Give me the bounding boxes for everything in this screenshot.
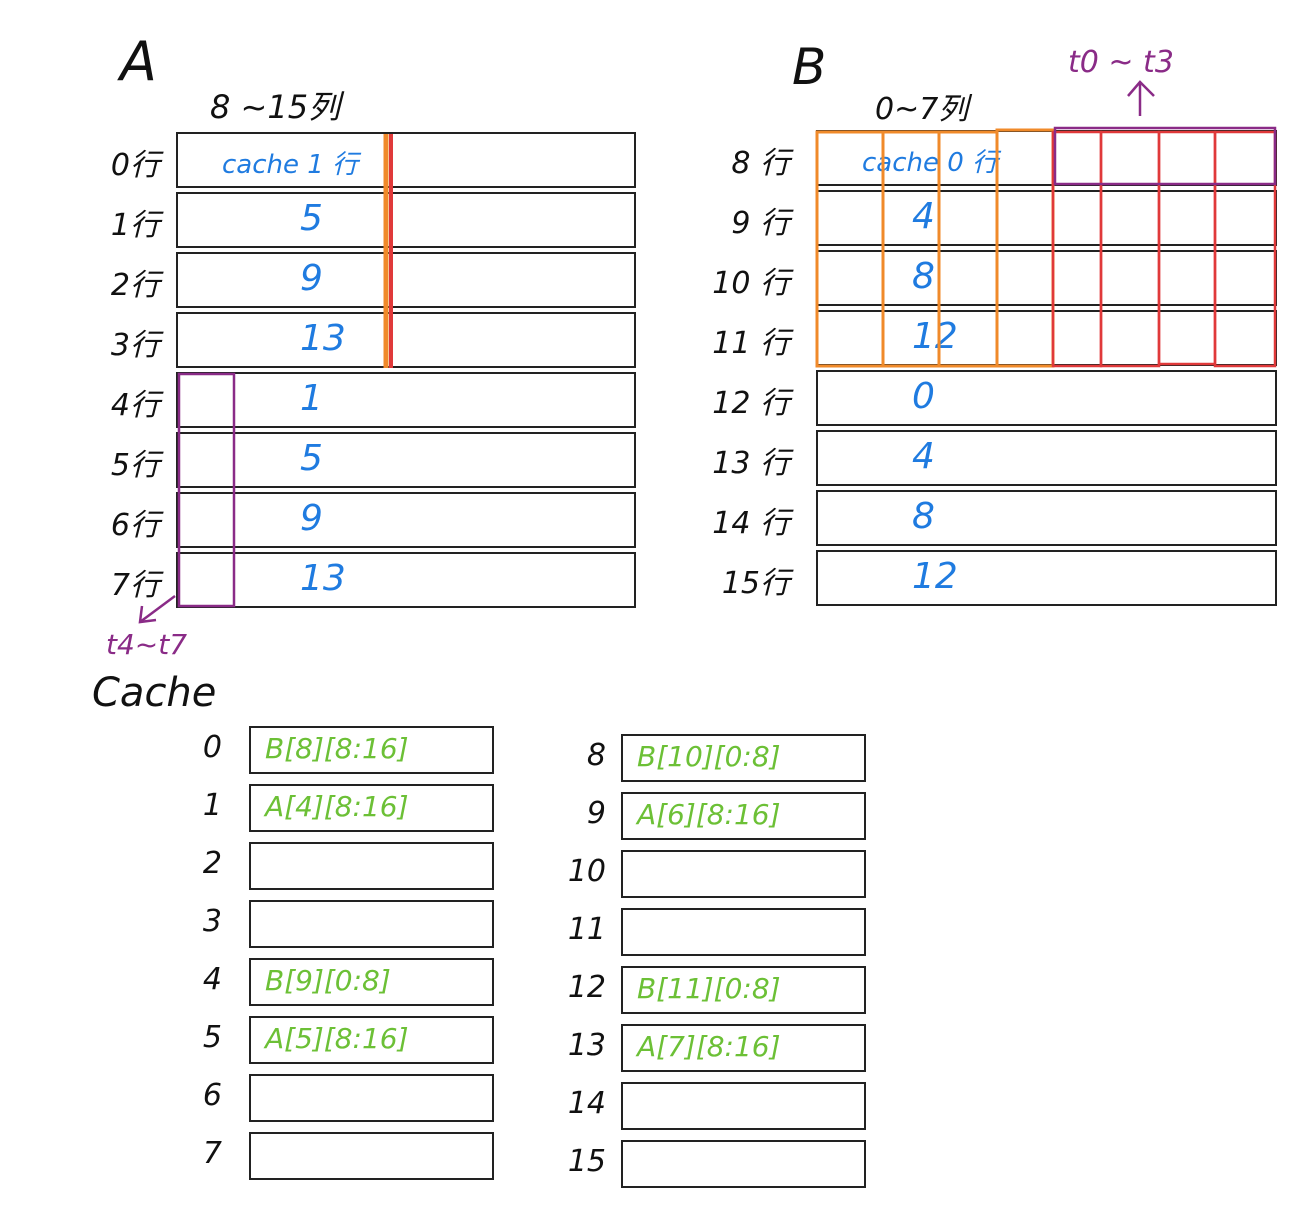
matrix-a-column-label: 8 ~15列 (210, 88, 341, 126)
matrixA-row-box (176, 432, 636, 488)
cache-line-content: A[7][8:16] (637, 1030, 781, 1063)
matrixB-row-box (816, 370, 1277, 426)
matrixB-row-text: 4 (912, 436, 935, 477)
matrixA-row-text: 13 (300, 558, 346, 599)
matrixA-row-text: 13 (300, 318, 346, 359)
cache-line-box (249, 726, 494, 774)
cache-line-box (621, 1024, 866, 1072)
matrix-a-title: A (120, 30, 157, 93)
cache-index: 8 (586, 738, 606, 773)
matrixA-row-box (176, 192, 636, 248)
cache-line-box (249, 1074, 494, 1122)
matrixA-row-box (176, 132, 636, 188)
cache-line-box (249, 958, 494, 1006)
cache-line-box (621, 908, 866, 956)
cache-line-box (621, 1140, 866, 1188)
matrixB-row-text: 4 (912, 196, 935, 237)
matrixB-row-label: 11 行 (712, 326, 790, 361)
cache-index: 6 (202, 1078, 222, 1113)
cache-index: 15 (567, 1144, 606, 1179)
cache-line-content: A[4][8:16] (265, 790, 409, 823)
cache-line-box (249, 784, 494, 832)
cache-index: 5 (202, 1020, 222, 1055)
cache-line-box (621, 1082, 866, 1130)
matrixA-row-label: 7行 (110, 568, 160, 603)
matrixA-row-label: 3行 (110, 328, 160, 363)
matrixB-row-label: 15行 (721, 566, 790, 601)
cache-index: 7 (202, 1136, 222, 1171)
cache-line-box (621, 966, 866, 1014)
matrixB-row-label: 8 行 (731, 146, 790, 181)
matrix-b-column-label: 0~7列 (875, 92, 969, 127)
cache-line-box (249, 1016, 494, 1064)
cache-index: 2 (202, 846, 222, 881)
cache-index: 4 (202, 962, 222, 997)
cache-line-box (621, 792, 866, 840)
matrixA-row-text: 5 (300, 198, 323, 239)
cache-line-content: B[10][0:8] (637, 740, 781, 773)
matrixA-row-label: 2行 (110, 268, 160, 303)
matrix-a-arrow-head (138, 605, 157, 624)
cache-index: 14 (567, 1086, 606, 1121)
matrixA-row-box (176, 492, 636, 548)
cache-index: 10 (567, 854, 606, 889)
cache-line-box (621, 734, 866, 782)
matrixB-row-label: 9 行 (731, 206, 790, 241)
cache-line-content: A[6][8:16] (637, 798, 781, 831)
matrixA-row-text: 1 (300, 378, 323, 419)
matrixB-row-text: 8 (912, 496, 935, 537)
matrixA-row-text: 5 (300, 438, 323, 479)
matrixB-row-box (816, 310, 1277, 366)
matrixB-row-text: 12 (912, 556, 958, 597)
cache-index: 9 (586, 796, 606, 831)
matrix-a-thread-annotation: t4~t7 (106, 628, 188, 661)
matrixB-row-text: 8 (912, 256, 935, 297)
cache-line-content: B[8][8:16] (265, 732, 409, 765)
matrixB-row-text: cache 0 行 (862, 148, 999, 178)
cache-index: 3 (202, 904, 222, 939)
matrixB-row-box (816, 430, 1277, 486)
matrixB-row-box (816, 490, 1277, 546)
matrixB-row-label: 13 行 (712, 446, 790, 481)
cache-index: 13 (567, 1028, 606, 1063)
matrixB-row-text: 12 (912, 316, 958, 357)
matrixA-row-box (176, 552, 636, 608)
cache-line-content: B[9][0:8] (265, 964, 391, 997)
matrixA-row-text: 9 (300, 498, 323, 539)
cache-title: Cache (92, 670, 217, 716)
cache-line-box (621, 850, 866, 898)
cache-line-content: A[5][8:16] (265, 1022, 409, 1055)
matrix-b-title: B (792, 38, 827, 96)
matrixA-row-label: 1行 (110, 208, 160, 243)
matrixB-row-text: 0 (912, 376, 935, 417)
matrix-b-arrow-head (1127, 80, 1155, 97)
cache-line-box (249, 842, 494, 890)
matrixA-row-label: 6行 (110, 508, 160, 543)
cache-line-content: B[11][0:8] (637, 972, 781, 1005)
cache-index: 1 (202, 788, 222, 823)
matrixB-row-box (816, 190, 1277, 246)
matrixB-row-label: 12 行 (712, 386, 790, 421)
matrixA-row-box (176, 312, 636, 368)
matrixB-row-label: 10 行 (712, 266, 790, 301)
matrixA-row-label: 4行 (110, 388, 160, 423)
cache-index: 11 (567, 912, 606, 947)
cache-index: 0 (202, 730, 222, 765)
matrixA-row-label: 0行 (110, 148, 160, 183)
matrixA-row-label: 5行 (110, 448, 160, 483)
matrixB-row-label: 14 行 (712, 506, 790, 541)
cache-index: 12 (567, 970, 606, 1005)
matrixA-row-text: 9 (300, 258, 323, 299)
cache-line-box (249, 900, 494, 948)
matrixB-row-box (816, 550, 1277, 606)
matrixA-row-box (176, 252, 636, 308)
matrixB-row-box (816, 250, 1277, 306)
matrixA-row-text: cache 1 行 (222, 150, 359, 180)
matrix-b-thread-annotation: t0 ~ t3 (1068, 45, 1174, 80)
matrixA-row-box (176, 372, 636, 428)
cache-line-box (249, 1132, 494, 1180)
